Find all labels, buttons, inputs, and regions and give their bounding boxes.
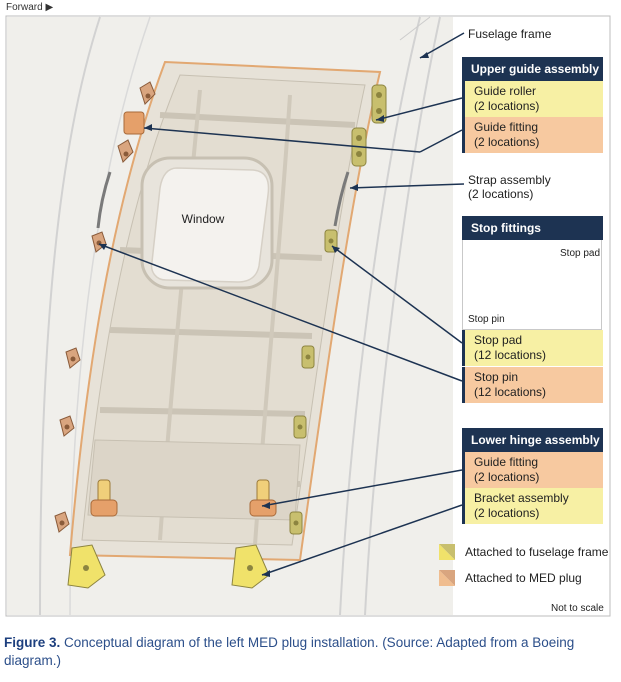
window-pane <box>150 167 270 283</box>
plug-rib <box>159 112 356 128</box>
not-to-scale-note: Not to scale <box>551 603 604 614</box>
lower-bracket-assembly <box>67 544 106 589</box>
stop-pin-label: Stop pin <box>474 370 519 384</box>
lower-hinge-header: Lower hinge assembly <box>462 428 603 452</box>
stop-fittings-image-frame <box>462 240 602 330</box>
legend-plug-swatch <box>439 570 455 586</box>
stop-pin-box: Stop pin (12 locations) <box>462 367 603 403</box>
guide-roller-count: (2 locations) <box>474 99 540 113</box>
legend-frame-swatch <box>439 544 455 560</box>
stop-pad <box>301 345 315 369</box>
lower-guide-fitting-box: Guide fitting (2 locations) <box>462 452 603 488</box>
stop-pad-box: Stop pad (12 locations) <box>462 330 603 366</box>
plug-rib <box>99 407 306 417</box>
fuselage-frame-line <box>364 16 441 616</box>
strap-assembly-right <box>333 171 350 227</box>
figure-caption: Figure 3. Conceptual diagram of the left… <box>4 634 614 670</box>
upper-guide-header: Upper guide assembly <box>462 57 603 81</box>
leader-arrowheads <box>99 52 429 577</box>
stop-pin <box>54 511 70 533</box>
guide-roller-box: Guide roller (2 locations) <box>462 81 603 117</box>
fuselage-frame-line <box>339 16 421 616</box>
diagram-border <box>5 15 611 617</box>
lower-guide-fitting-label: Guide fitting <box>474 455 539 469</box>
upper-guide-fitting-label: Guide fitting <box>474 120 539 134</box>
lower-guide-fitting <box>249 479 277 517</box>
lower-bracket-assembly <box>231 544 270 589</box>
stop-fittings-header: Stop fittings <box>462 216 603 240</box>
stop-pad-detail-label: Stop pad <box>560 248 601 259</box>
strap-assembly-label: Strap assembly (2 locations) <box>468 173 551 201</box>
figure-caption-label: Figure 3. <box>4 635 61 650</box>
fuselage-frame-line <box>399 16 431 41</box>
figure-caption-text: Conceptual diagram of the left MED plug … <box>4 635 575 668</box>
window-label: Window <box>182 212 225 226</box>
stop-pad <box>293 415 307 439</box>
stop-pad-label: Stop pad <box>474 333 523 347</box>
legend-frame-label: Attached to fuselage frame <box>465 545 609 559</box>
strap-assembly-count: (2 locations) <box>468 187 534 201</box>
forward-label: Forward ▶ <box>6 2 54 13</box>
upper-guide-fitting <box>123 111 145 135</box>
lower-guide-fitting <box>90 479 118 517</box>
guide-roller-label: Guide roller <box>474 84 537 98</box>
lower-guide-fitting-count: (2 locations) <box>474 470 540 484</box>
plug-rib <box>109 327 313 339</box>
stop-pin <box>59 415 75 437</box>
stop-pin-detail-label: Stop pin <box>468 314 505 325</box>
stop-pin <box>65 347 81 369</box>
med-plug-diagram: Window <box>5 15 611 617</box>
fuselage-skin-line <box>69 16 151 616</box>
stop-pin-count: (12 locations) <box>474 385 547 399</box>
stop-pad <box>289 511 303 535</box>
upper-guide-fitting-count: (2 locations) <box>474 135 540 149</box>
bracket-assembly-count: (2 locations) <box>474 506 540 520</box>
bracket-assembly-label: Bracket assembly <box>474 491 569 505</box>
upper-guide-fitting-box: Guide fitting (2 locations) <box>462 117 603 153</box>
fuselage-frame-label: Fuselage frame <box>468 27 552 41</box>
strap-assembly-left <box>96 171 112 229</box>
stop-pin <box>139 81 156 105</box>
guide-roller <box>371 84 387 124</box>
fuselage-skin-line <box>39 16 101 616</box>
legend-plug-label: Attached to MED plug <box>465 571 582 585</box>
stop-pad-count: (12 locations) <box>474 348 547 362</box>
bracket-assembly-box: Bracket assembly (2 locations) <box>462 488 603 524</box>
stop-pin <box>117 139 134 163</box>
strap-assembly-title: Strap assembly <box>468 173 551 187</box>
leader-lines <box>98 32 465 576</box>
